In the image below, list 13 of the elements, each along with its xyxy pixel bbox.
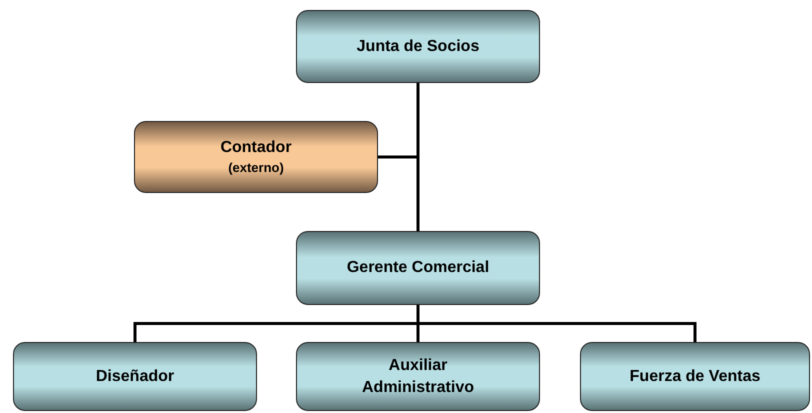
role-title: Auxiliar Administrativo <box>360 356 475 398</box>
external-role-box <box>134 121 378 193</box>
role-title: Diseñador <box>96 366 174 386</box>
role-note: (externo) <box>228 159 284 177</box>
role-box <box>296 342 540 411</box>
role-box <box>296 10 540 83</box>
role-title: Junta de Socios <box>356 36 480 56</box>
role-box <box>13 342 257 411</box>
role-title: Fuerza de Ventas <box>630 366 760 386</box>
role-box <box>580 342 810 411</box>
role-title: Contador <box>220 138 292 158</box>
role-box <box>296 231 540 305</box>
role-title: Gerente Comercial <box>346 258 490 278</box>
